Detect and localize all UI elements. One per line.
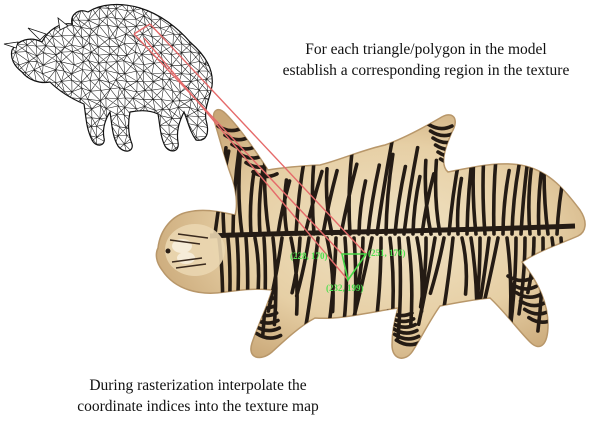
nose-horn-icon <box>4 42 18 48</box>
tiger-head-icon <box>165 224 225 276</box>
coord-label-right: (251, 170) <box>368 248 406 258</box>
bottom-caption: During rasterization interpolate the coo… <box>30 375 366 417</box>
top-caption: For each triangle/polygon in the model e… <box>258 39 594 81</box>
top-caption-line-2: establish a corresponding region in the … <box>258 60 594 81</box>
bottom-caption-line-2: coordinate indices into the texture map <box>30 396 366 417</box>
wireframe-model-icon <box>0 0 227 164</box>
tiger-skin-texture-icon <box>156 110 585 358</box>
top-caption-line-1: For each triangle/polygon in the model <box>258 39 594 60</box>
coord-label-left: (228, 170) <box>290 251 328 261</box>
brow-horn-icon <box>28 28 46 40</box>
bottom-caption-line-1: During rasterization interpolate the <box>30 375 366 396</box>
coord-label-bottom: (232, 199) <box>326 283 364 293</box>
